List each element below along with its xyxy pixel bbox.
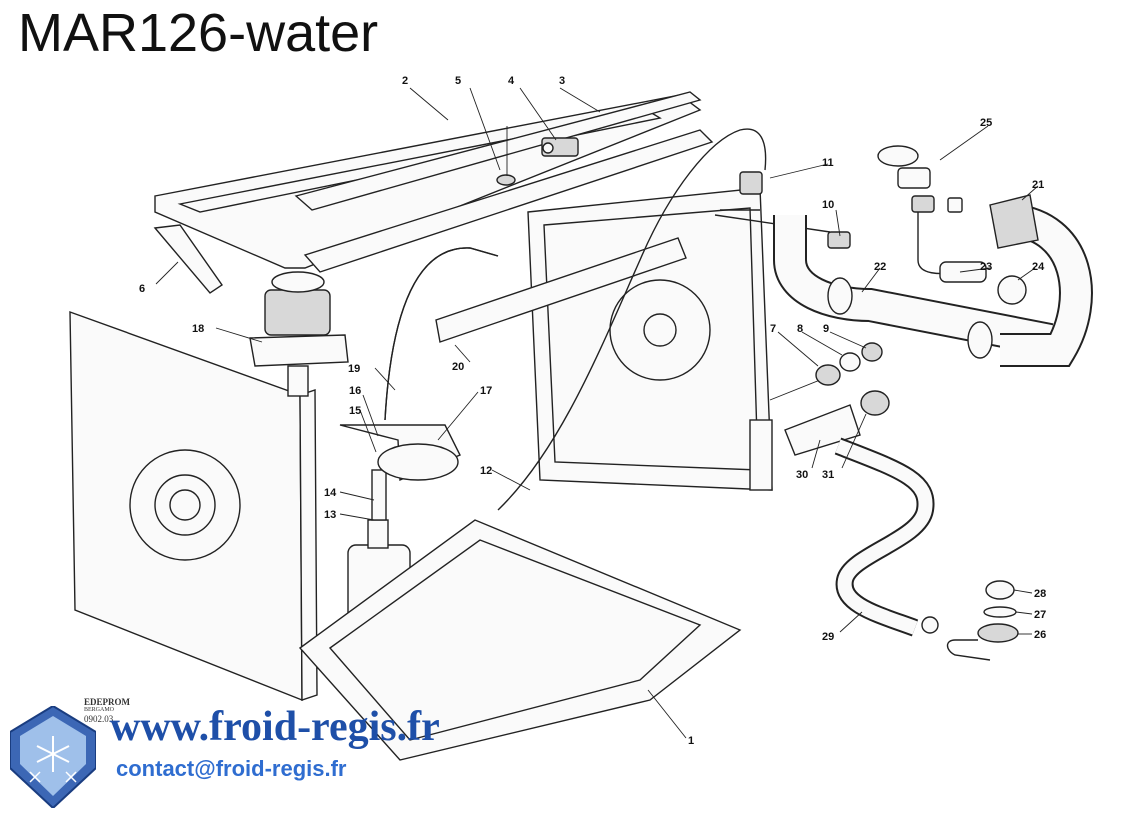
edeprom-stamp: EDEPROM BERGAMO 0902.03 xyxy=(84,697,130,725)
callout-26: 26 xyxy=(1034,629,1046,641)
capillary-tube xyxy=(497,128,767,511)
callout-30: 30 xyxy=(796,469,808,481)
callout-12: 12 xyxy=(480,465,492,477)
float-valve xyxy=(877,145,1027,305)
callout-27: 27 xyxy=(1034,609,1046,621)
callout-4: 4 xyxy=(508,75,515,87)
callout-2: 2 xyxy=(402,75,408,87)
callout-20: 20 xyxy=(452,361,464,373)
tray xyxy=(298,519,742,761)
snowflake-shield-logo xyxy=(10,706,96,808)
callout-5: 5 xyxy=(455,75,461,87)
callout-9: 9 xyxy=(823,323,829,335)
callout-6: 6 xyxy=(139,283,145,295)
callout-11: 11 xyxy=(822,157,834,169)
fittings-7-8-9 xyxy=(769,342,883,401)
water-distributor xyxy=(339,424,461,482)
callout-21: 21 xyxy=(1032,179,1044,191)
callout-13: 13 xyxy=(324,509,336,521)
callout-15: 15 xyxy=(349,405,361,417)
callout-28: 28 xyxy=(1034,588,1046,600)
leader-lines xyxy=(155,87,1039,739)
page-title: MAR126-water xyxy=(18,3,379,63)
stamp-code: 0902.03 xyxy=(84,714,114,725)
callout-18: 18 xyxy=(192,323,204,335)
callout-31: 31 xyxy=(822,469,834,481)
callout-7: 7 xyxy=(770,323,776,335)
callout-17: 17 xyxy=(480,385,492,397)
website-link[interactable]: www.froid-regis.fr xyxy=(110,704,440,750)
callout-24: 24 xyxy=(1032,261,1045,273)
stamp-sub: BERGAMO xyxy=(84,707,115,714)
contact-email-link[interactable]: contact@froid-regis.fr xyxy=(116,756,347,781)
callout-25: 25 xyxy=(980,117,992,129)
callout-23: 23 xyxy=(980,261,992,273)
callout-29: 29 xyxy=(822,631,834,643)
callout-8: 8 xyxy=(797,323,803,335)
fan-motor xyxy=(249,271,349,397)
bracket-part xyxy=(496,126,579,186)
stamp-brand: EDEPROM xyxy=(84,697,130,707)
fittings-30-31 xyxy=(784,390,890,456)
left-side-panel xyxy=(69,310,318,702)
callout-numbers: 2 5 4 3 6 18 19 20 16 17 15 12 14 13 11 … xyxy=(139,75,1046,747)
support-bar xyxy=(435,237,687,343)
callout-14: 14 xyxy=(324,487,337,499)
drain-assembly xyxy=(921,580,1019,661)
back-panel xyxy=(527,187,773,491)
callout-19: 19 xyxy=(348,363,360,375)
valve xyxy=(714,171,851,249)
bracket-plate xyxy=(153,224,223,294)
callout-3: 3 xyxy=(559,75,565,87)
callout-16: 16 xyxy=(349,385,361,397)
callout-10: 10 xyxy=(822,199,834,211)
callout-22: 22 xyxy=(874,261,886,273)
callout-1: 1 xyxy=(688,735,694,747)
